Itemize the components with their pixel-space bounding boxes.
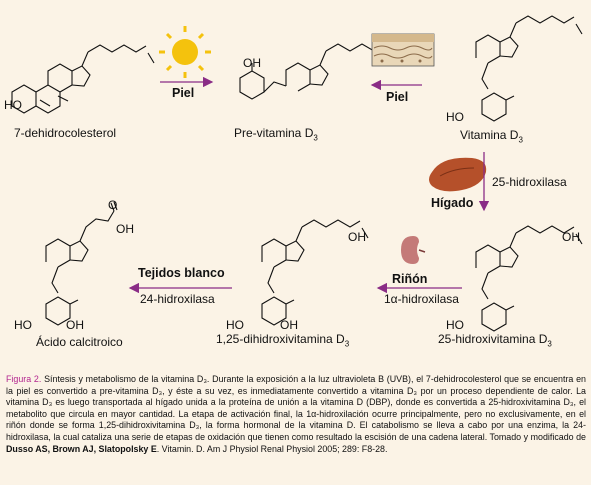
kidney-icon (401, 236, 426, 264)
step-label-higado: Hígado (431, 196, 474, 210)
compound-name: 7-dehidrocolesterol (14, 126, 117, 140)
caption-authors: Dusso AS, Brown AJ, Slatopolsky E (6, 443, 157, 454)
hydroxyl-label: OH (280, 318, 298, 332)
hydroxyl-label: HO (446, 318, 464, 332)
pathway-diagram: HO OH HO OH HO OH HO OH OH O HO OH 7-deh… (4, 15, 583, 349)
hydroxyl-label: HO (14, 318, 32, 332)
structure-1-25-dihidroxivitamina-d3 (261, 219, 369, 326)
caption-text: Síntesis y metabolismo de la vitamina D₃… (6, 374, 586, 442)
step-label-piel: Piel (386, 90, 409, 104)
figure-caption: Figura 2. Síntesis y metabolismo de la v… (6, 374, 586, 455)
hydroxyl-label: HO (446, 110, 464, 124)
compound-name: 25-hidroxivitamina D3 (438, 332, 552, 349)
enzyme-label: 25-hidroxilasa (492, 175, 567, 189)
enzyme-label: 1α-hidroxilasa (384, 292, 459, 306)
compound-name: Ácido calcitroico (36, 335, 123, 349)
hydroxyl-label: OH (66, 318, 84, 332)
structure-acido-calcitroico (45, 201, 118, 326)
hydroxyl-label: OH (562, 230, 580, 244)
compound-name: Pre-vitamina D3 (234, 126, 318, 143)
liver-icon (429, 157, 487, 192)
structure-7-dehidrocolesterol (11, 44, 155, 114)
compound-name: Vitamina D3 (460, 128, 523, 145)
structure-25-hidroxivitamina-d3 (475, 225, 583, 332)
hydroxyl-label: OH (243, 56, 261, 70)
pathway-drawing (11, 15, 583, 332)
hydroxyl-label: HO (226, 318, 244, 332)
step-label-piel: Piel (172, 86, 195, 100)
hydroxyl-label: HO (4, 98, 22, 112)
step-label-tejidos-blanco: Tejidos blanco (138, 266, 225, 280)
figure-number: Figura 2. (6, 374, 42, 384)
structure-pre-vitamina-d3 (239, 43, 393, 100)
carbonyl-label: O (108, 198, 118, 212)
hydroxyl-label: OH (116, 222, 134, 236)
structure-vitamina-d3 (475, 15, 583, 122)
compound-name: 1,25-dihidroxivitamina D3 (216, 332, 350, 349)
skin-layer-icon (371, 33, 435, 67)
step-label-rinon: Riñón (392, 272, 428, 286)
caption-reference: . Vitamin. D. Am J Physiol Renal Physiol… (156, 443, 388, 454)
enzyme-label: 24-hidroxilasa (140, 292, 215, 306)
hydroxyl-label: OH (348, 230, 366, 244)
sun-icon (159, 26, 211, 78)
